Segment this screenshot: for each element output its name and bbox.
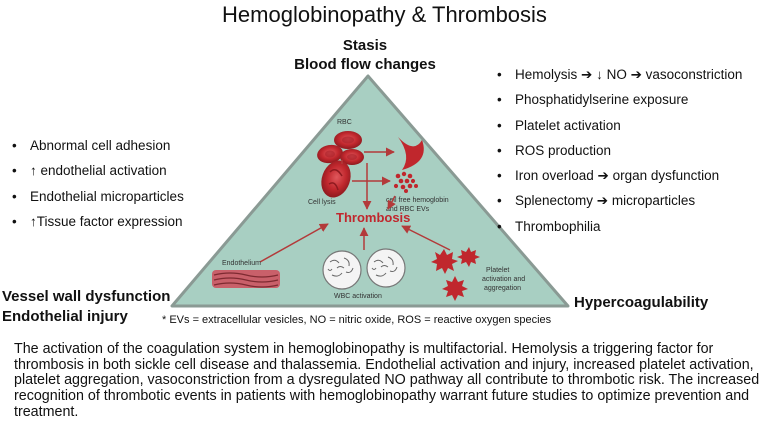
platelet-to-thrombosis-arrow — [401, 225, 451, 251]
platelet-label-1: Platelet — [486, 267, 509, 274]
platelet-icon — [431, 247, 480, 301]
bullet-icon: • — [497, 193, 502, 209]
wbc-label: WBC activation — [334, 293, 382, 300]
bullet-icon: • — [12, 188, 17, 204]
wbc-icon — [322, 248, 406, 290]
list-item: •Abnormal cell adhesion — [12, 133, 184, 158]
list-item: •Endothelial microparticles — [12, 184, 184, 209]
bullet-icon: • — [12, 163, 17, 179]
vertex-stasis-line-2: Blood flow changes — [294, 56, 436, 73]
list-item: •ROS production — [497, 138, 742, 163]
cell-free-hemoglobin-icon — [393, 171, 418, 193]
list-item: •Hemolysis ➔ ↓ NO ➔ vasoconstriction — [497, 62, 742, 87]
summary-paragraph: The activation of the coagulation system… — [14, 341, 760, 420]
abbreviations-footnote: * EVs = extracellular vesicles, NO = nit… — [162, 314, 552, 326]
freehb-to-thrombosis-arrow — [387, 195, 396, 210]
lysed-rbc-icon — [321, 160, 351, 198]
vertex-vessel-line-1: Vessel wall dysfunction — [2, 288, 171, 305]
list-item: •Thrombophilia — [497, 214, 742, 239]
vertex-hypercoagulability: Hypercoagulability — [574, 294, 709, 311]
list-item: •Phosphatidylserine exposure — [497, 87, 742, 112]
bullet-icon: • — [497, 218, 502, 234]
vertex-vessel-wall: Vessel wall dysfunction Endothelial inju… — [2, 287, 170, 327]
vertex-stasis: Stasis Blood flow changes — [250, 36, 480, 74]
list-item: •↑ endothelial activation — [12, 158, 184, 183]
page-title: Hemoglobinopathy & Thrombosis — [222, 2, 547, 27]
list-item: •Iron overload ➔ organ dysfunction — [497, 163, 742, 188]
list-item: •Splenectomy ➔ microparticles — [497, 188, 742, 213]
cell-free-label-1: cell free hemoglobin — [386, 197, 449, 204]
bullet-icon: • — [497, 142, 502, 158]
rbc-label: RBC — [337, 119, 352, 126]
bullet-icon: • — [497, 92, 502, 108]
endothelium-to-thrombosis-arrow — [259, 223, 329, 263]
vertex-vessel-line-2: Endothelial injury — [2, 308, 128, 325]
cell-lysis-label: Cell lysis — [308, 199, 336, 206]
endothelium-label: Endothelium — [222, 260, 261, 267]
bullet-icon: • — [497, 67, 502, 82]
endothelium-icon — [212, 270, 280, 288]
list-item: •↑Tissue factor expression — [12, 209, 184, 234]
vessel-wall-factors-list: •Abnormal cell adhesion •↑ endothelial a… — [12, 133, 184, 234]
bullet-icon: • — [12, 138, 17, 153]
list-item: •Platelet activation — [497, 113, 742, 138]
thrombosis-label: Thrombosis — [336, 210, 410, 225]
platelet-label-2: activation and — [482, 276, 525, 283]
vertex-stasis-line-1: Stasis — [342, 37, 388, 54]
platelet-label-3: aggregation — [484, 285, 521, 292]
cell-free-label-2: and RBC EVs — [386, 206, 430, 213]
bullet-icon: • — [497, 117, 502, 133]
rbc-cluster-icon — [317, 131, 364, 165]
bullet-icon: • — [497, 168, 502, 184]
sickle-cell-icon — [398, 137, 424, 170]
bullet-icon: • — [12, 213, 17, 229]
hypercoagulability-factors-list: •Hemolysis ➔ ↓ NO ➔ vasoconstriction •Ph… — [497, 62, 742, 239]
